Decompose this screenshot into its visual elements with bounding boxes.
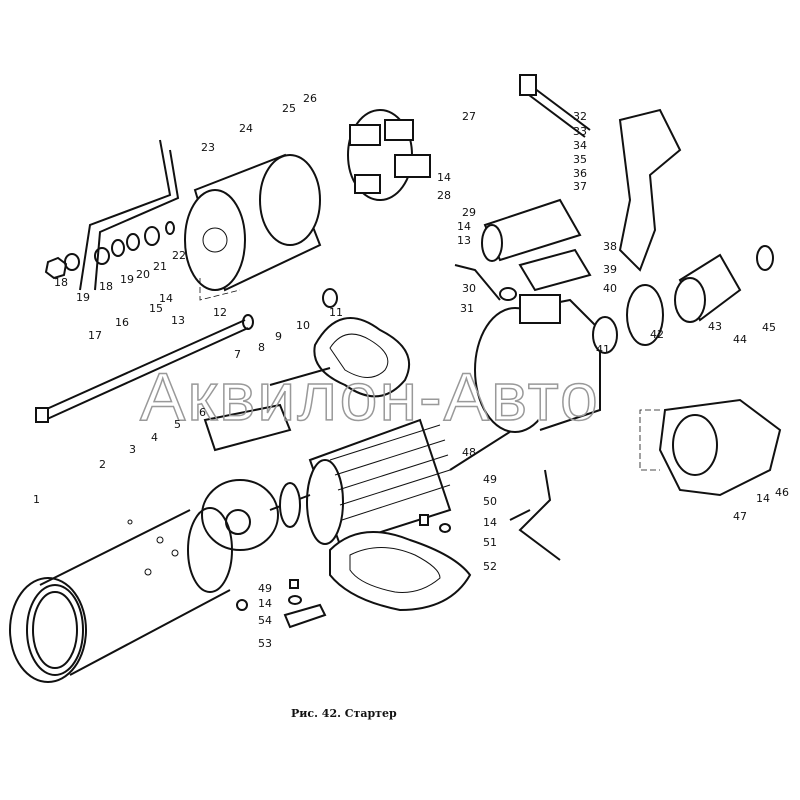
part-label-3: 3: [129, 443, 136, 456]
part-label-19: 19: [76, 291, 90, 304]
part-label-18: 18: [54, 276, 68, 289]
part-label-49: 49: [258, 582, 272, 595]
part-label-25: 25: [282, 102, 296, 115]
terminal-bracket-part: [509, 469, 561, 561]
drive-end-cover-part: [658, 398, 782, 497]
part-label-36: 36: [573, 167, 587, 180]
part-label-14: 14: [756, 492, 770, 505]
part-label-47: 47: [733, 510, 747, 523]
part-label-38: 38: [603, 240, 617, 253]
part-label-20: 20: [136, 268, 150, 281]
part-label-14: 14: [258, 597, 272, 610]
washer-part: [225, 509, 251, 535]
part-label-16: 16: [115, 316, 129, 329]
field-coil-upper-part: [269, 317, 410, 398]
housing-part: [26, 507, 233, 676]
brush-holder-part: [347, 109, 431, 201]
part-label-13: 13: [171, 314, 185, 327]
solenoid-end-part: [481, 224, 503, 262]
dashed-guide: [639, 409, 660, 471]
part-label-31: 31: [460, 302, 474, 315]
part-label-34: 34: [573, 139, 587, 152]
part-label-32: 32: [573, 110, 587, 123]
part-label-33: 33: [573, 125, 587, 138]
part-label-29: 29: [462, 206, 476, 219]
part-label-5: 5: [174, 418, 181, 431]
part-label-23: 23: [201, 141, 215, 154]
part-label-17: 17: [88, 329, 102, 342]
part-label-4: 4: [151, 431, 158, 444]
part-label-8: 8: [258, 341, 265, 354]
end-cover-part: [184, 153, 322, 292]
washer-part: [756, 245, 774, 271]
part-label-10: 10: [296, 319, 310, 332]
part-label-27: 27: [462, 110, 476, 123]
part-label-39: 39: [603, 263, 617, 276]
part-label-9: 9: [275, 330, 282, 343]
part-label-15: 15: [149, 302, 163, 315]
field-coil-lower-part: [329, 531, 472, 612]
through-bolt-part: [39, 319, 249, 421]
part-label-42: 42: [650, 328, 664, 341]
part-label-49: 49: [483, 473, 497, 486]
part-label-35: 35: [573, 153, 587, 166]
drive-housing-part: [474, 294, 601, 433]
part-label-14: 14: [483, 516, 497, 529]
part-label-50: 50: [483, 495, 497, 508]
part-label-14: 14: [437, 171, 451, 184]
part-label-1: 1: [33, 493, 40, 506]
part-label-54: 54: [258, 614, 272, 627]
part-label-30: 30: [462, 282, 476, 295]
armature-part: [269, 399, 561, 547]
part-label-51: 51: [483, 536, 497, 549]
figure-caption: Рис. 42. Стартер: [291, 707, 397, 720]
part-label-7: 7: [234, 348, 241, 361]
part-label-40: 40: [603, 282, 617, 295]
part-label-26: 26: [303, 92, 317, 105]
o-ring-part: [9, 577, 87, 683]
watermark: Аквилон-Авто: [140, 359, 600, 435]
terminal-hardware-part: [44, 221, 175, 280]
part-label-18: 18: [99, 280, 113, 293]
part-label-37: 37: [573, 180, 587, 193]
part-label-43: 43: [708, 320, 722, 333]
part-label-53: 53: [258, 637, 272, 650]
gasket-part: [201, 479, 279, 551]
part-label-11: 11: [329, 306, 343, 319]
part-label-28: 28: [437, 189, 451, 202]
part-label-21: 21: [153, 260, 167, 273]
part-label-2: 2: [99, 458, 106, 471]
pole-shoe-part: [203, 403, 292, 452]
plunger-part: [454, 264, 501, 301]
bolt-head-part: [519, 74, 537, 96]
flange-part: [626, 284, 664, 346]
part-label-48: 48: [462, 446, 476, 459]
part-label-13: 13: [457, 234, 471, 247]
part-label-44: 44: [733, 333, 747, 346]
bolt-head-part: [35, 407, 49, 423]
part-label-12: 12: [213, 306, 227, 319]
bolt-part: [524, 84, 591, 138]
dashed-guide: [199, 278, 241, 301]
part-label-46: 46: [775, 486, 789, 499]
ring-part: [499, 287, 517, 301]
bushing-part: [592, 316, 618, 354]
part-label-22: 22: [172, 249, 186, 262]
part-label-14: 14: [457, 220, 471, 233]
part-label-52: 52: [483, 560, 497, 573]
small-hardware-part: [236, 288, 451, 629]
lever-part: [618, 108, 682, 272]
part-label-41: 41: [596, 343, 610, 356]
part-label-6: 6: [199, 406, 206, 419]
part-label-45: 45: [762, 321, 776, 334]
part-label-14: 14: [159, 292, 173, 305]
part-label-24: 24: [239, 122, 253, 135]
part-label-19: 19: [120, 273, 134, 286]
gasket-plate-part: [518, 248, 592, 292]
